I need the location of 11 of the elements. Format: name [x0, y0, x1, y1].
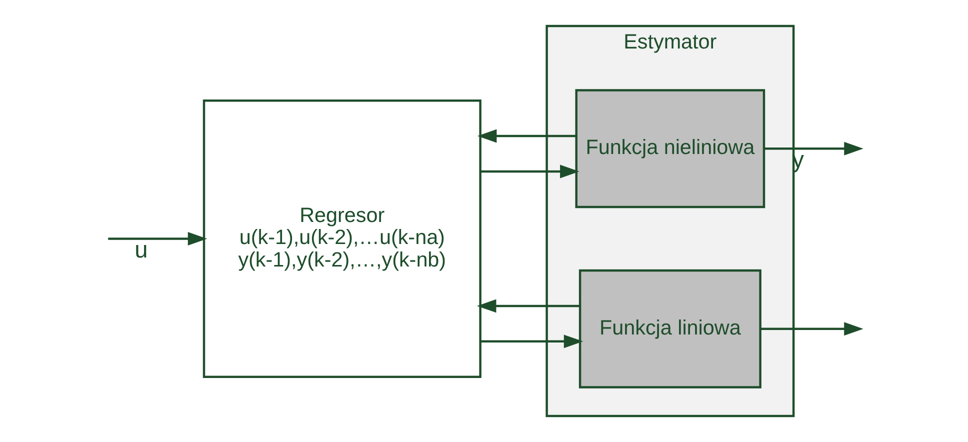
node-box: Funkcja liniowa — [578, 269, 762, 388]
arrow — [764, 142, 864, 156]
arrow — [477, 129, 576, 143]
arrow — [480, 334, 584, 348]
node-box: Funkcja nieliniowa — [575, 89, 766, 208]
arrow — [760, 322, 864, 336]
edge-label: u — [134, 238, 148, 264]
node-box: Regresor u(k-1),u(k-2),…u(k-na) y(k-1),y(k-2),…,y(k-nb) — [202, 99, 482, 378]
arrow — [480, 164, 580, 178]
arrow — [476, 299, 580, 313]
arrow — [108, 232, 208, 246]
